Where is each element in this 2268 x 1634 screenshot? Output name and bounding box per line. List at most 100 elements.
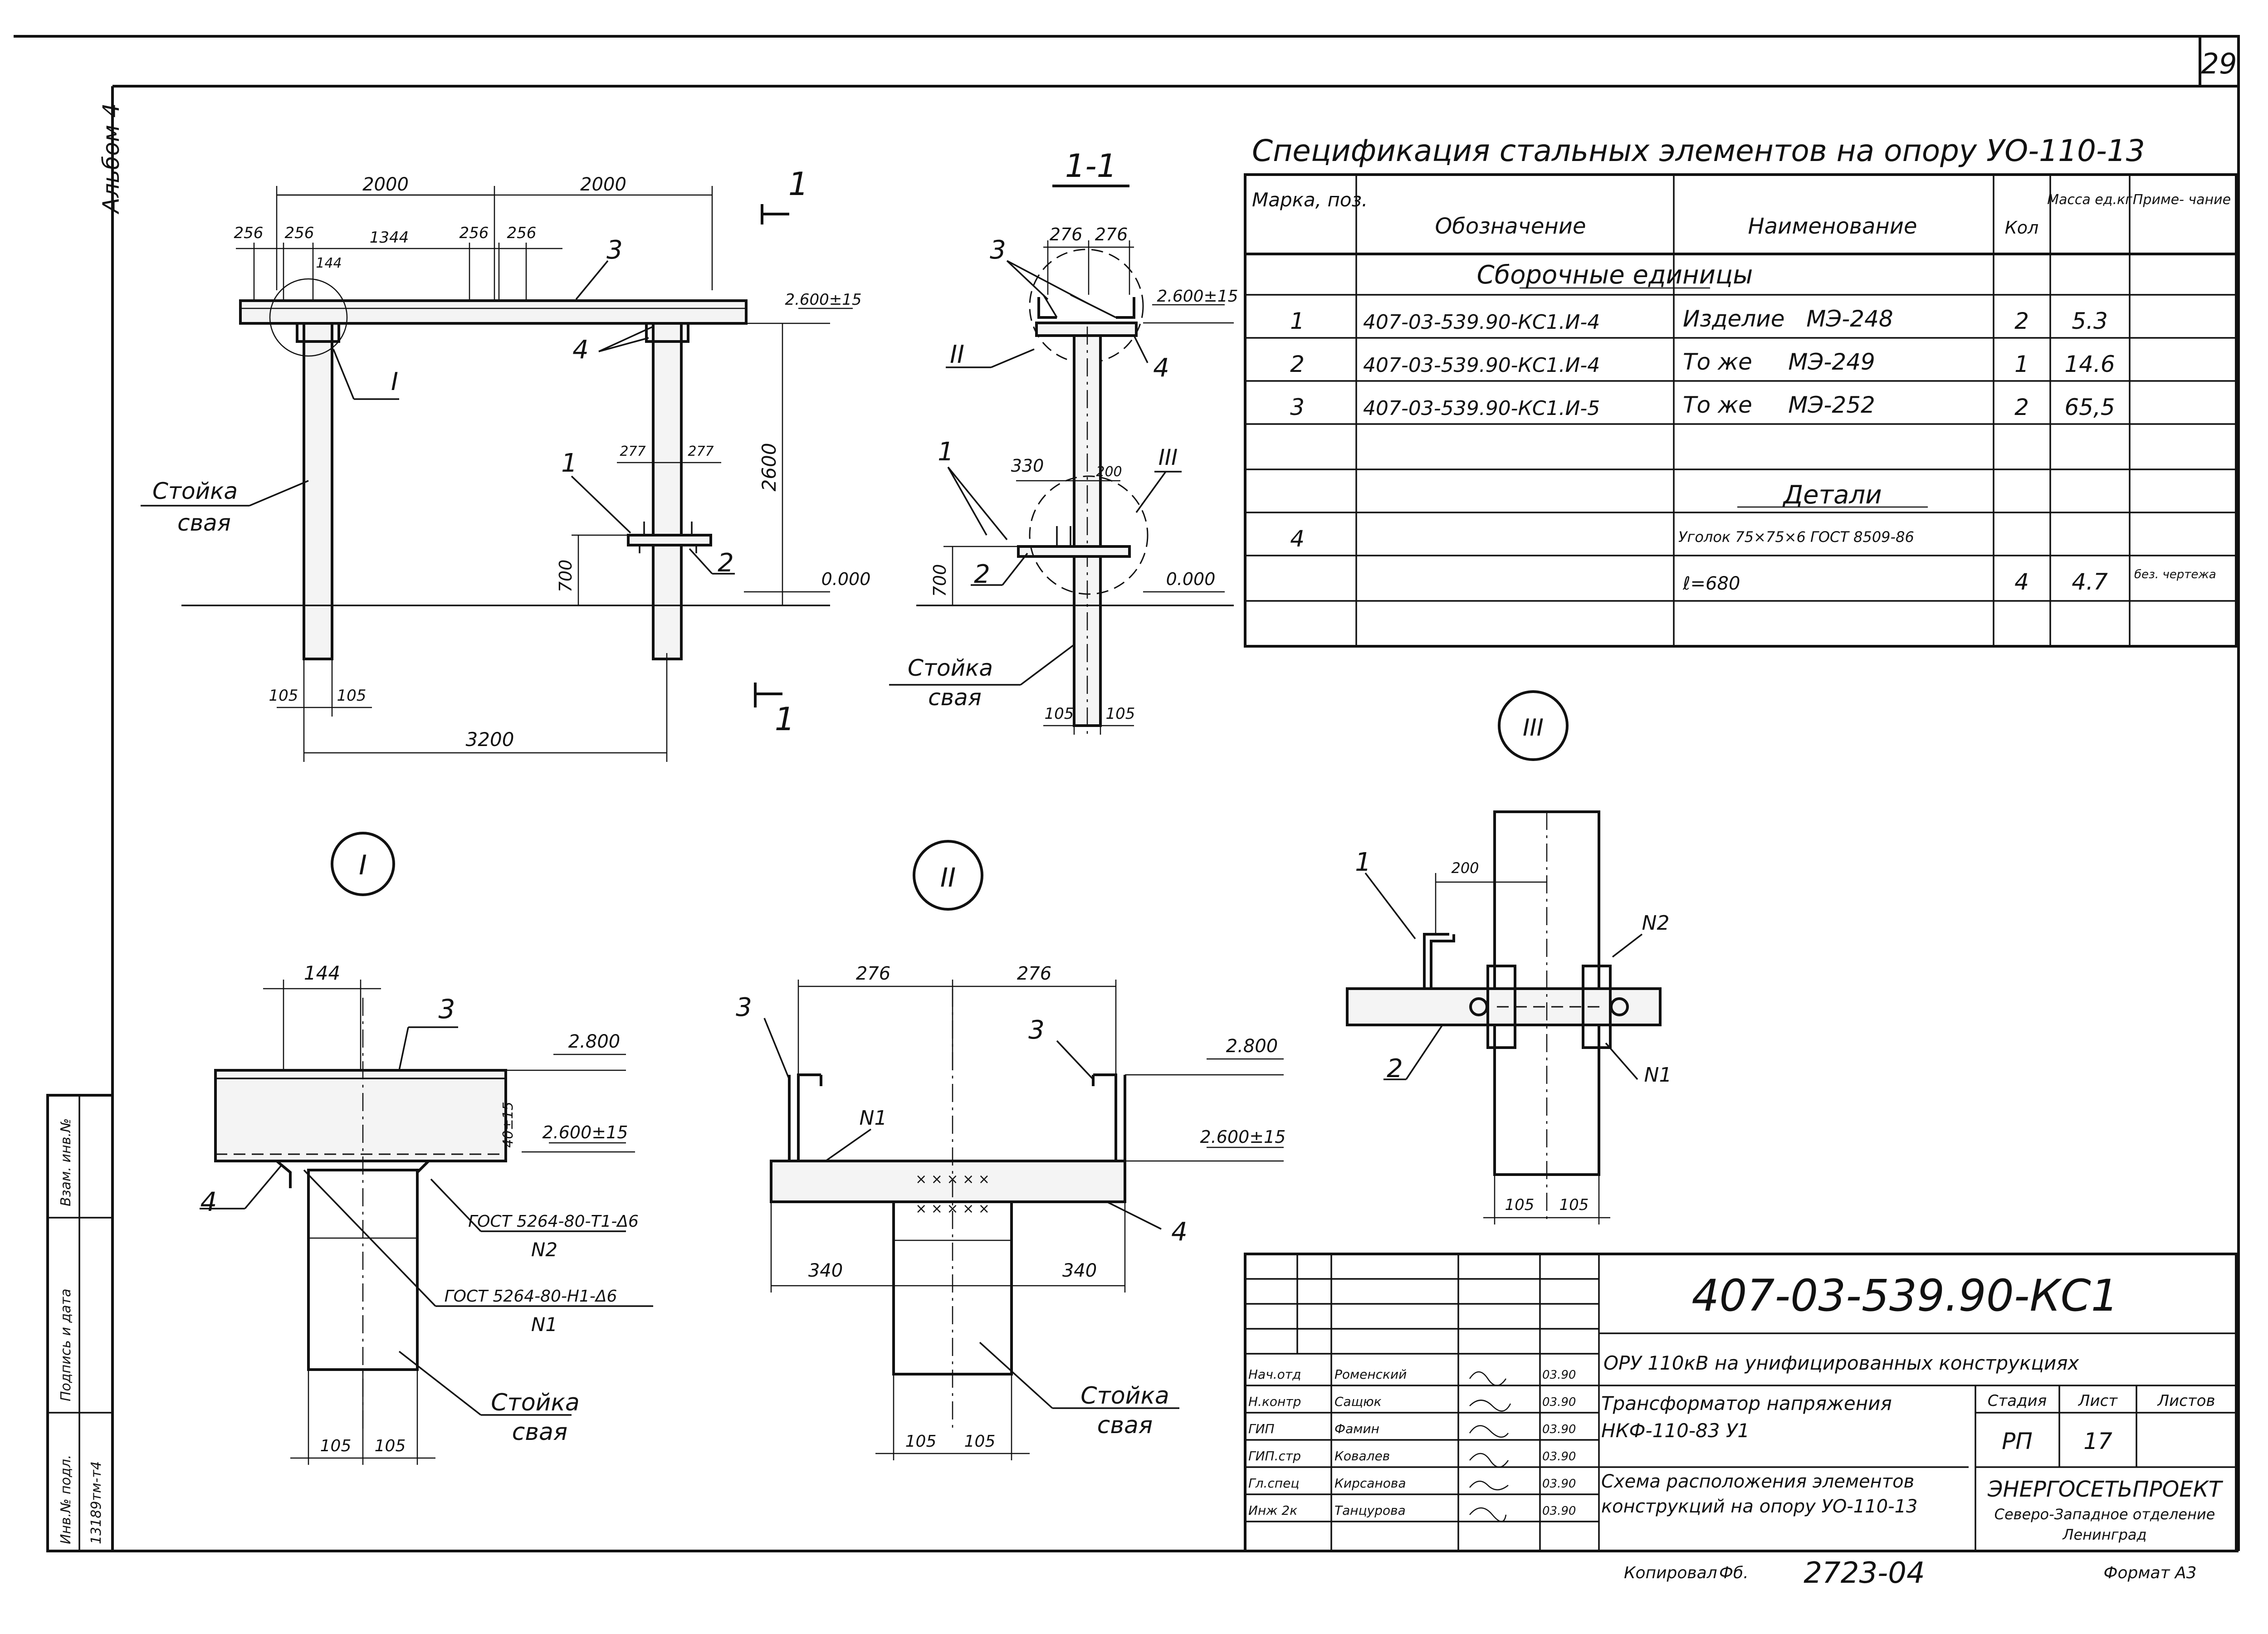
detail-II-dim-340-a: 340 — [808, 1260, 843, 1281]
stage-label: Стадия — [1988, 1392, 2047, 1410]
signature-scribbles — [1469, 1371, 1511, 1522]
person-name: Роменский — [1334, 1367, 1407, 1382]
person-name: Ковалев — [1334, 1449, 1390, 1463]
sec-dim-105-a: 105 — [1045, 705, 1074, 723]
detail-II-post-label-2: свая — [1097, 1412, 1153, 1439]
sec-callout-III: III — [1158, 445, 1178, 470]
sec-label-2: 2 — [974, 560, 990, 589]
sec-label-1: 1 — [938, 437, 954, 467]
sec-dim-200: 200 — [1096, 464, 1122, 480]
detail-I-elev-2800: 2.800 — [568, 1031, 621, 1052]
person-name: Танцурова — [1334, 1503, 1406, 1518]
detail-I-n1: N1 — [531, 1313, 557, 1336]
row1-mass: 5.3 — [2072, 308, 2108, 334]
main-post-label-1: Стойка — [152, 478, 238, 504]
main-elev-top: 2.600±15 — [785, 291, 861, 309]
footer-format: Формат А3 — [2103, 1564, 2196, 1582]
sec-label-3: 3 — [990, 235, 1006, 265]
detail-I-gost-n1: ГОСТ 5264-80-Н1-Δ6 — [445, 1287, 617, 1306]
person-name: Кирсанова — [1334, 1476, 1406, 1491]
sec-post-label-2: свая — [928, 684, 982, 711]
side-stamp: Взам. инв.№ Подпись и дата Инв.№ подл. 1… — [46, 1094, 114, 1552]
person-date: 03.90 — [1542, 1423, 1576, 1436]
header-qty: Кол — [2005, 218, 2039, 238]
person-name: Фамин — [1334, 1421, 1379, 1436]
section-mark-top: 1 — [788, 166, 809, 203]
person-date: 03.90 — [1542, 1504, 1576, 1518]
detail-I: I 144 3 2.800 40±15 2.600±15 4 ГОСТ 5264… — [200, 832, 653, 1465]
detail-II-dim-105-a: 105 — [905, 1432, 937, 1451]
detail-II-label-3b: 3 — [1028, 1015, 1045, 1045]
doc-code: 407-03-539.90-КС1 — [1691, 1270, 2118, 1321]
header-designation: Обозначение — [1435, 214, 1586, 239]
main-post-label-2: свая — [177, 510, 231, 536]
row3-mark: 3 — [1290, 394, 1305, 420]
detail-III-n1: N1 — [1644, 1063, 1672, 1087]
main-callout-I: I — [391, 367, 398, 396]
post-right — [652, 322, 683, 660]
detail-III: III 200 1 2 N2 N1 105 105 — [1346, 690, 1672, 1224]
row3-mass: 65,5 — [2064, 394, 2115, 420]
sec-dim-105-b: 105 — [1106, 705, 1135, 723]
detail-III-dim-105-a: 105 — [1505, 1196, 1535, 1214]
org-city: Ленинград — [2062, 1526, 2146, 1543]
detail-I-post-label-2: свая — [512, 1419, 567, 1446]
stamp-sign-date: Подпись и дата — [58, 1289, 74, 1402]
person-date: 03.90 — [1542, 1395, 1576, 1409]
sheet-frame — [14, 35, 2240, 1552]
album-label: Альбом 4 — [98, 103, 124, 215]
row1-mark: 1 — [1290, 308, 1305, 334]
sec-dim-276-b: 276 — [1095, 224, 1128, 244]
detail-I-gost-n2: ГОСТ 5264-80-Т1-Δ6 — [468, 1212, 639, 1231]
main-label-4: 4 — [572, 335, 589, 365]
person-name: Сащюк — [1334, 1394, 1382, 1409]
detail-I-post-label-1: Стойка — [491, 1389, 579, 1416]
stage-value: РП — [2002, 1428, 2033, 1454]
stamp-vzam-inv: Взам. инв.№ — [58, 1118, 74, 1206]
main-label-3: 3 — [606, 235, 623, 265]
sheet-title-box: Схема расположения элементов конструкций… — [1601, 1471, 1917, 1517]
row3-designation: 407-03-539.90-КС1.И-5 — [1363, 397, 1600, 420]
detail-row2-mass: 4.7 — [2072, 569, 2108, 595]
main-dim-2600: 2600 — [758, 443, 780, 492]
row2-mass: 14.6 — [2064, 351, 2115, 377]
detail-II-label-4: 4 — [1171, 1217, 1188, 1247]
dim-1344: 1344 — [370, 229, 409, 247]
detail-II-post-label-1: Стойка — [1080, 1382, 1169, 1410]
row2-mark: 2 — [1290, 351, 1305, 377]
detail-III-dim-200: 200 — [1451, 859, 1479, 877]
detail-I-dim-105-b: 105 — [375, 1437, 406, 1455]
stamp-inv-number: 13189тм-т4 — [88, 1461, 104, 1544]
sec-callout-II: II — [950, 340, 964, 369]
detail-II-dim-276-a: 276 — [856, 963, 890, 984]
detail-II: II 276 276 × × × × × × × × × × 3 3 N1 2.… — [736, 840, 1286, 1460]
section-mark-bottom: 1 — [775, 701, 795, 738]
main-label-2: 2 — [718, 548, 734, 578]
main-dim-105-b: 105 — [337, 687, 367, 705]
post-left — [303, 322, 333, 660]
person-role: Инж 2к — [1248, 1503, 1297, 1518]
main-elev-zero: 0.000 — [821, 569, 871, 589]
section-title: 1-1 — [1065, 147, 1117, 185]
spec-table: Спецификация стальных элементов на опору… — [1244, 133, 2238, 648]
person-role: Гл.спец — [1248, 1476, 1299, 1491]
detail-II-n1: N1 — [860, 1107, 887, 1130]
detail-row1-name: Уголок 75×75×6 ГОСТ 8509-86 — [1678, 528, 1914, 546]
detail-II-elev-2600: 2.600±15 — [1200, 1127, 1286, 1147]
person-date: 03.90 — [1542, 1450, 1576, 1463]
dim-2000-right: 2000 — [580, 174, 626, 195]
detail-II-dim-105-b: 105 — [964, 1432, 996, 1451]
sec-dim-700: 700 — [930, 564, 950, 597]
crossbeam — [239, 299, 748, 325]
group-details: Детали — [1782, 480, 1882, 510]
main-dim-3200: 3200 — [466, 728, 514, 751]
detail-III-label-1: 1 — [1355, 848, 1371, 877]
org-branch: Северо-Западное отделение — [1994, 1506, 2215, 1523]
detail-row2-designation: ℓ=680 — [1682, 573, 1740, 594]
detail-II-dim-276-b: 276 — [1017, 963, 1051, 984]
detail-II-plate — [770, 1160, 1126, 1203]
group-assemblies: Сборочные единицы — [1477, 260, 1753, 290]
detail-I-beam — [214, 1069, 507, 1162]
person-role: ГИП — [1248, 1421, 1275, 1436]
